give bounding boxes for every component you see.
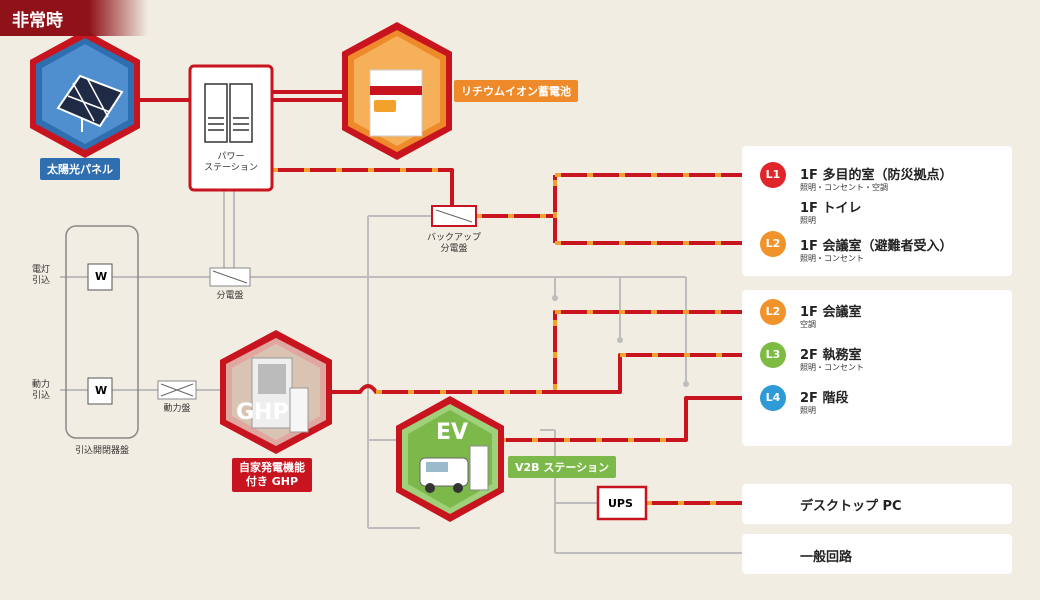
junction-dots <box>552 295 689 387</box>
room-sub: 照明・コンセント・空調 <box>800 183 888 192</box>
room-panel-2 <box>742 290 1012 446</box>
solar-hexagon <box>30 30 140 158</box>
room-sub: 照明・コンセント <box>800 254 864 263</box>
room-panel-1 <box>742 146 1012 276</box>
switchboard-box <box>65 225 139 439</box>
ghp-label: 自家発電機能 付き GHP <box>232 458 312 492</box>
meter-1-symbol: W <box>95 270 108 283</box>
room-sub: 照明 <box>800 406 816 415</box>
room-title: 1F 多目的室（防災拠点） <box>800 168 953 183</box>
mode-title: 非常時 <box>12 11 63 31</box>
power-station-label: パワー ステーション <box>204 152 258 173</box>
general-circuit-label: 一般回路 <box>800 550 853 565</box>
power-station-icon <box>204 83 253 143</box>
room-title: 2F 階段 <box>800 391 849 406</box>
circuit-badge-l2: L2 <box>760 299 786 325</box>
room-sub: 照明・コンセント <box>800 363 864 372</box>
power-incoming-label: 動力 引込 <box>31 380 50 401</box>
backup-panel-slash <box>435 209 473 223</box>
meter-2 <box>87 377 113 405</box>
room-title: 2F 執務室 <box>800 348 862 363</box>
room-title: 1F トイレ <box>800 201 862 216</box>
ev-hexagon <box>396 396 504 522</box>
v2b-label: V2B ステーション <box>508 456 617 478</box>
lighting-incoming-label: 電灯 引込 <box>31 265 50 286</box>
distribution-panel-label: 分電盤 <box>216 291 244 301</box>
mode-tag: 非常時 <box>0 0 148 36</box>
ghp-icon-text: GHP <box>236 400 289 425</box>
ups-label: UPS <box>608 497 633 510</box>
battery-icon <box>369 69 423 137</box>
solar-panel-icon <box>56 74 124 132</box>
power-panel-cross <box>160 383 194 397</box>
flow-dashes <box>272 168 742 505</box>
ups-box <box>596 485 648 521</box>
meter-1 <box>87 263 113 291</box>
battery-hexagon <box>342 22 452 160</box>
ghp-unit-icon <box>251 357 309 433</box>
ghp-hexagon <box>220 330 332 454</box>
battery-label: リチウムイオン蓄電池 <box>454 80 578 102</box>
backup-panel-label: バックアップ 分電盤 <box>426 233 481 254</box>
general-panel <box>742 534 1012 574</box>
circuit-badge-l3: L3 <box>760 342 786 368</box>
desktop-pc-label: デスクトップ PC <box>800 499 902 514</box>
power-panel-label: 動力盤 <box>163 404 191 414</box>
distribution-panel-slash <box>212 270 248 284</box>
room-title: 1F 会議室 <box>800 305 862 320</box>
room-sub: 照明 <box>800 216 816 225</box>
circuit-badge-l2: L2 <box>760 231 786 257</box>
solar-label: 太陽光パネル <box>40 158 120 180</box>
circuit-badge-l1: L1 <box>760 162 786 188</box>
gray-wiring <box>60 190 742 554</box>
meter-2-symbol: W <box>95 384 108 397</box>
room-title: 1F 会議室（避難者受入） <box>800 239 953 254</box>
ev-car-icon <box>419 445 489 493</box>
switchboard-label: 引込開閉器盤 <box>74 446 129 456</box>
room-sub: 空調 <box>800 320 816 329</box>
circuit-badge-l4: L4 <box>760 385 786 411</box>
ev-icon-text: EV <box>436 420 469 445</box>
desktop-panel <box>742 484 1012 524</box>
